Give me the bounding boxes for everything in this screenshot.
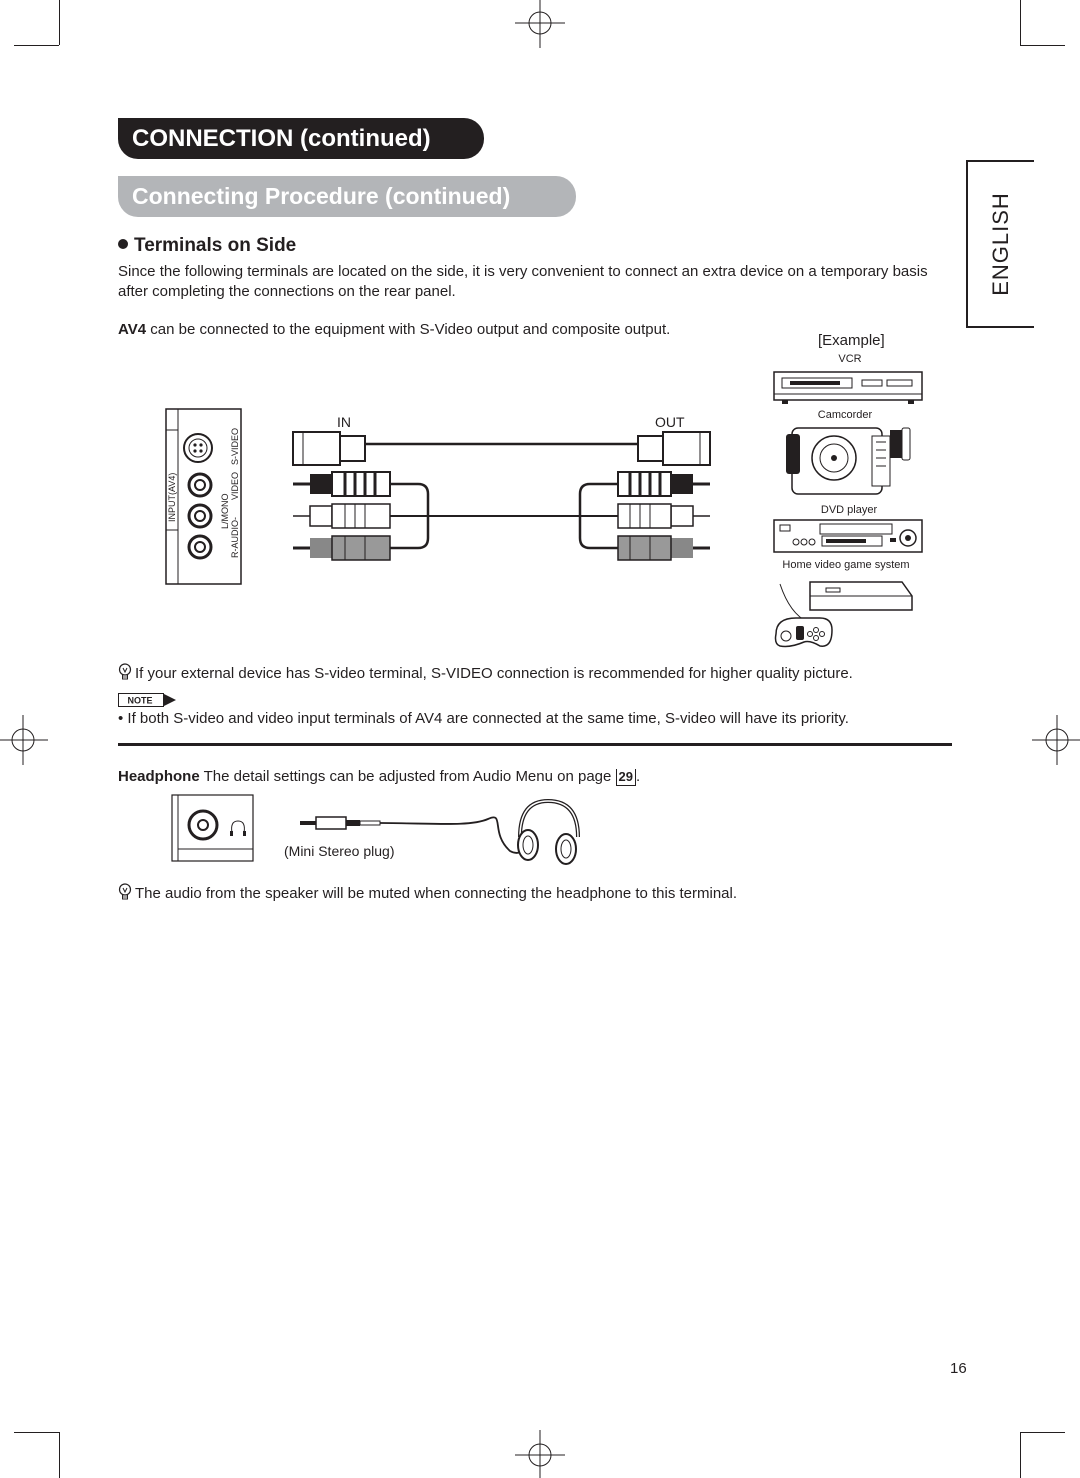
mini-stereo-plug-icon xyxy=(300,816,381,830)
crop-mark xyxy=(14,45,59,46)
section-subtitle: Connecting Procedure (continued) xyxy=(118,176,576,217)
device-label-dvd: DVD player xyxy=(820,504,878,516)
device-label-game: Home video game system xyxy=(782,559,910,571)
crop-mark xyxy=(1020,1432,1021,1478)
registration-mark-left xyxy=(0,715,48,765)
page-number: 16 xyxy=(950,1360,967,1377)
rca-plug-video-out xyxy=(617,471,710,497)
port-label-lmono: L/MONO xyxy=(220,493,230,529)
crop-mark xyxy=(59,0,60,45)
section-divider xyxy=(118,743,952,746)
registration-mark-top xyxy=(515,0,565,48)
headphones-icon xyxy=(517,798,580,865)
mini-stereo-plug-label: (Mini Stereo plug) xyxy=(284,843,395,859)
svideo-hint-text: If your external device has S-video term… xyxy=(135,665,853,682)
svideo-hint: If your external device has S-video term… xyxy=(118,663,958,684)
s-video-plug-in xyxy=(292,431,366,466)
dvd-player-icon xyxy=(773,519,923,553)
crop-mark xyxy=(59,1432,60,1478)
note-badge-icon: NOTE xyxy=(118,693,176,707)
mute-hint: The audio from the speaker will be muted… xyxy=(118,883,958,904)
rca-plug-audio-l-out xyxy=(617,503,710,529)
panel-label: INPUT(AV4) xyxy=(167,473,177,522)
headphone-text: The detail settings can be adjusted from… xyxy=(199,768,616,785)
in-label: IN xyxy=(337,414,351,430)
headphone-label: Headphone xyxy=(118,768,200,785)
rca-cable-out xyxy=(578,482,618,550)
av4-description: AV4 can be connected to the equipment wi… xyxy=(118,320,738,340)
example-label: [Example] xyxy=(818,332,885,349)
terminals-heading-text: Terminals on Side xyxy=(134,235,297,256)
registration-mark-right xyxy=(1032,715,1080,765)
mute-hint-text: The audio from the speaker will be muted… xyxy=(135,885,738,902)
device-label-vcr: VCR xyxy=(838,353,862,365)
page-title: CONNECTION (continued) xyxy=(118,118,484,159)
game-system-icon xyxy=(774,581,913,648)
camcorder-icon xyxy=(786,427,911,495)
headphone-description: Headphone The detail settings can be adj… xyxy=(118,767,958,787)
language-tab-label: ENGLISH xyxy=(988,192,1013,296)
note-badge-label: NOTE xyxy=(127,696,152,706)
lightbulb-icon xyxy=(118,663,132,680)
s-video-port xyxy=(183,433,213,463)
headphone-symbol-icon xyxy=(231,820,245,834)
av4-label: AV4 xyxy=(118,321,147,338)
crop-mark xyxy=(1020,1432,1065,1433)
out-label: OUT xyxy=(655,414,685,430)
bullet-icon xyxy=(118,239,128,249)
s-video-plug-out xyxy=(637,431,711,466)
headphone-text-end: . xyxy=(636,768,641,785)
av4-text: can be connected to the equipment with S… xyxy=(146,321,671,338)
headphone-diagram xyxy=(171,794,580,865)
port-label-audio: R-AUDIO- xyxy=(230,517,240,558)
rca-plug-audio-l-in xyxy=(293,503,391,529)
terminals-intro: Since the following terminals are locate… xyxy=(118,263,928,300)
language-tab: ENGLISH xyxy=(966,160,1034,328)
note-text: • If both S-video and video input termin… xyxy=(118,710,849,727)
port-label-svideo: S-VIDEO xyxy=(230,428,240,465)
video-port xyxy=(187,472,213,498)
rca-plug-video-in xyxy=(293,471,391,497)
vcr-icon xyxy=(773,371,923,404)
connection-diagram: INPUT(AV4) S-VIDEO VIDEO L/MONO R-AUDIO-… xyxy=(165,408,711,585)
device-label-camcorder: Camcorder xyxy=(817,409,873,421)
crop-mark xyxy=(1020,45,1065,46)
port-label-video: VIDEO xyxy=(230,472,240,500)
lightbulb-icon xyxy=(118,883,132,900)
page-ref-29[interactable]: 29 xyxy=(615,769,636,786)
crop-mark xyxy=(14,1432,59,1433)
headphone-cable xyxy=(379,816,533,854)
audio-l-port xyxy=(187,503,213,529)
rca-plug-audio-r-out xyxy=(617,535,710,561)
audio-r-port xyxy=(187,534,213,560)
terminals-heading: Terminals on Side xyxy=(118,235,296,257)
rca-plug-audio-r-in xyxy=(293,535,391,561)
registration-mark-bottom xyxy=(515,1430,565,1478)
crop-mark xyxy=(1020,0,1021,45)
